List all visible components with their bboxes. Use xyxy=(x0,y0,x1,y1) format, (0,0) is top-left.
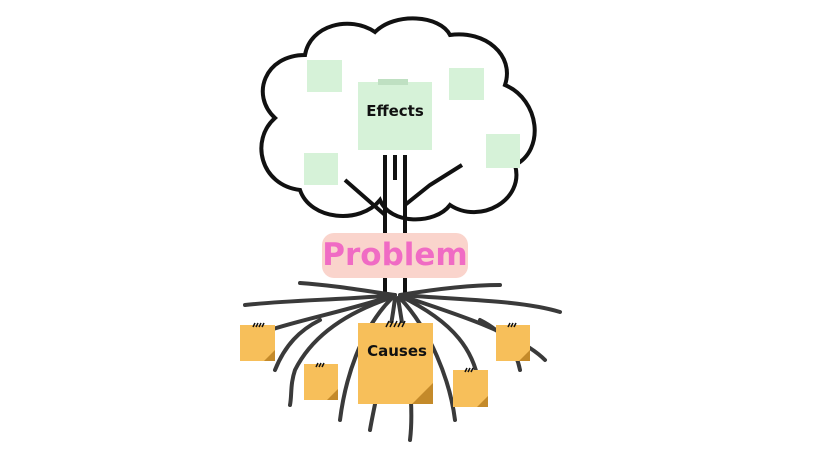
cause-main-note xyxy=(358,323,433,404)
cause-note xyxy=(496,325,530,361)
cause-note xyxy=(240,325,275,361)
effect-note xyxy=(304,153,338,185)
effect-notes xyxy=(304,60,520,185)
effect-main-note xyxy=(358,82,432,150)
effects-label: Effects xyxy=(366,102,424,120)
problem-label: Problem xyxy=(322,233,468,278)
cause-notes xyxy=(240,320,530,407)
tree-trunk xyxy=(343,155,464,295)
effect-note xyxy=(486,134,520,168)
effect-note xyxy=(449,68,484,100)
effect-note xyxy=(307,60,342,92)
cause-note xyxy=(304,364,338,400)
causes-label: Causes xyxy=(367,342,427,360)
roots xyxy=(243,281,562,442)
cause-note xyxy=(453,370,488,407)
